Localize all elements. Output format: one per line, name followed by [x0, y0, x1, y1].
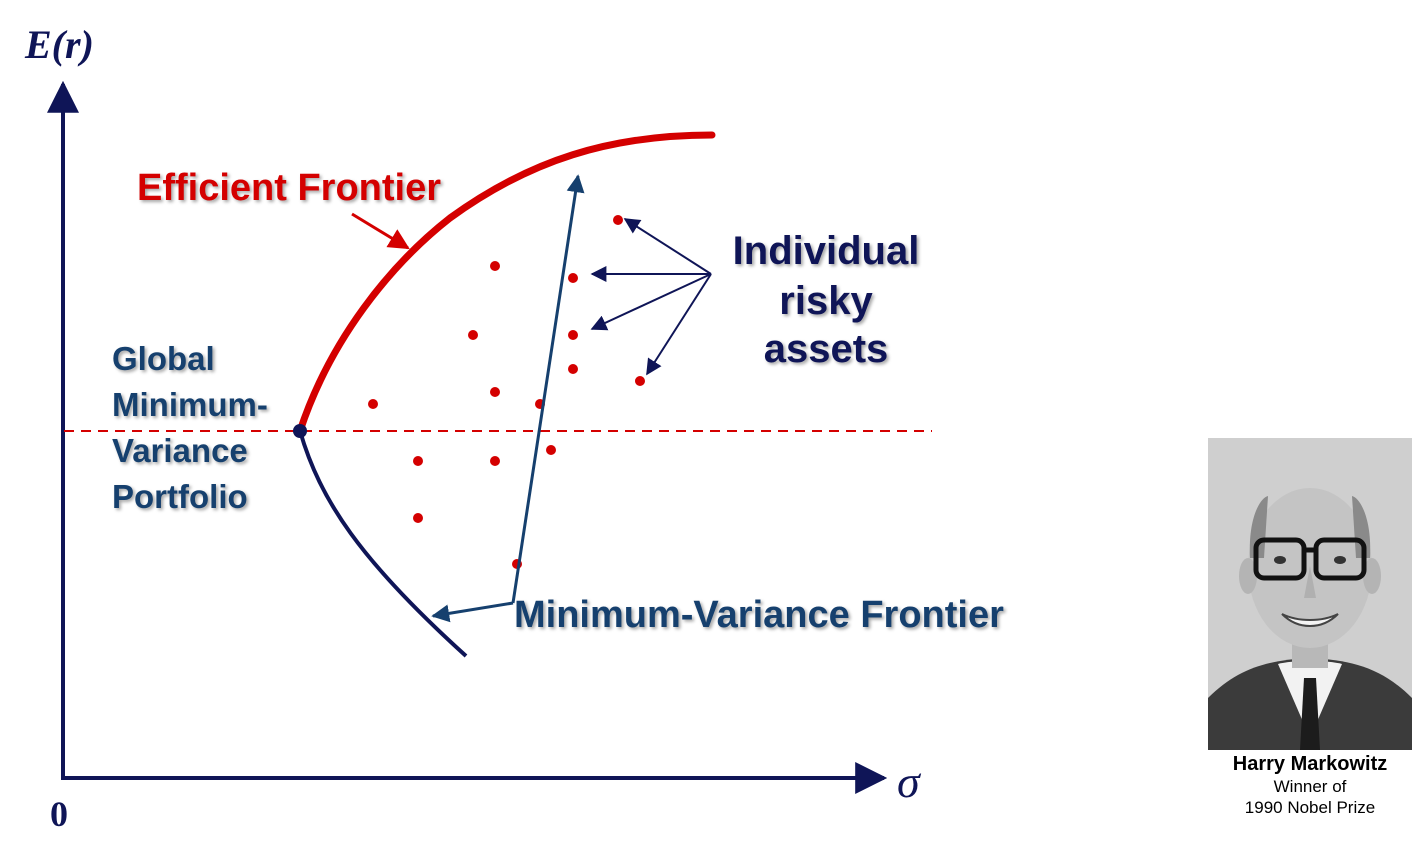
assets-label-line2: risky [779, 279, 873, 323]
asset-dot [546, 445, 556, 455]
asset-dot [568, 273, 578, 283]
caption-line3: 1990 Nobel Prize [1244, 798, 1376, 817]
y-axis-label: E(r) [24, 22, 94, 67]
assets-label-line3: assets [764, 327, 889, 371]
x-axis-label: σ [897, 756, 922, 807]
assets-arrow [623, 218, 712, 275]
assets-pointer-arrows [590, 218, 712, 376]
asset-dot [413, 456, 423, 466]
asset-dot [490, 387, 500, 397]
efficient-frontier-curve [296, 131, 716, 435]
asset-dot [568, 364, 578, 374]
gmv-label-line3: Variance [112, 432, 248, 469]
mvf-pointer-up [511, 174, 585, 604]
portrait-caption: Harry Markowitz Winner of 1990 Nobel Pri… [1200, 752, 1420, 818]
asset-dot [468, 330, 478, 340]
asset-dot [490, 261, 500, 271]
gmv-label-line4: Portfolio [112, 478, 248, 515]
asset-dot [413, 513, 423, 523]
risky-asset-dots [368, 215, 645, 569]
origin-label: 0 [50, 794, 68, 834]
gmv-label-line2: Minimum- [112, 386, 268, 423]
assets-arrow [646, 273, 712, 376]
assets-arrow [590, 273, 712, 331]
asset-dot [568, 330, 578, 340]
assets-label-line1: Individual [733, 229, 920, 273]
mvf-label: Minimum-Variance Frontier [514, 594, 1004, 636]
gmv-point [293, 424, 307, 438]
efficient-frontier-label: Efficient Frontier [137, 167, 441, 209]
mvf-pointer-left [431, 601, 514, 623]
asset-dot [368, 399, 378, 409]
portrait-photo [1208, 438, 1412, 750]
gmv-label-line1: Global [112, 340, 215, 377]
efficient-frontier-pointer [351, 212, 410, 250]
caption-name: Harry Markowitz [1232, 753, 1388, 775]
minimum-variance-frontier-lower [298, 430, 468, 658]
asset-dot [635, 376, 645, 386]
caption-line2: Winner of [1273, 777, 1347, 796]
asset-dot [490, 456, 500, 466]
portrait-illustration [1208, 438, 1412, 750]
asset-dot [613, 215, 623, 225]
